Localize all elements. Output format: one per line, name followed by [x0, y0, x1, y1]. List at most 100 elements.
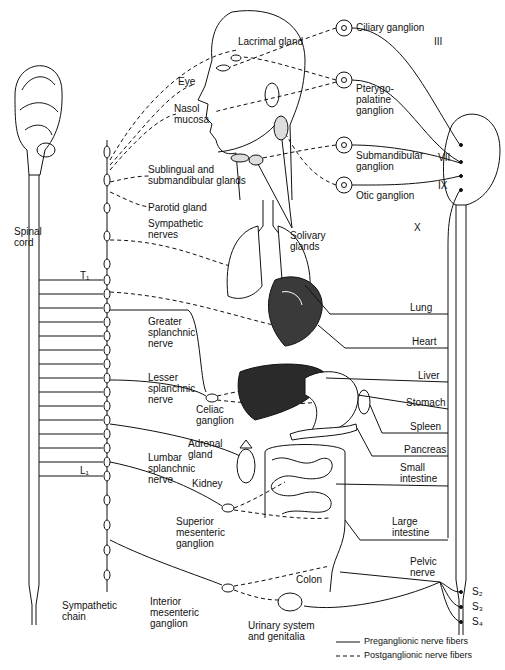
parotid-shape: [274, 116, 288, 140]
chain-ganglion: [104, 331, 110, 341]
label: Submandibular ganglion: [356, 150, 426, 172]
chain-ganglion: [104, 520, 110, 530]
chain-ganglion: [104, 359, 110, 369]
eye-shape: [216, 65, 230, 71]
sympathetic-preganglionic: [110, 310, 240, 592]
nerve-fiber: [318, 325, 448, 348]
ganglion-circle: [336, 20, 352, 36]
ganglion-circle: [336, 177, 352, 193]
label: Adrenal gland: [188, 438, 230, 460]
label: Stomach: [406, 397, 445, 408]
chain-ganglion: [104, 401, 110, 411]
celiac-ganglion: [206, 394, 218, 402]
cerebellum: [37, 143, 55, 157]
label: Parotid gland: [148, 202, 207, 213]
label: Superior mesenteric ganglion: [176, 516, 238, 549]
chain-ganglion: [104, 415, 110, 425]
submandibular-shape: [249, 155, 263, 165]
nerve-fiber: [262, 145, 336, 158]
nerve-fiber: [234, 590, 278, 600]
chain-ganglion: [104, 174, 110, 186]
ganglion-core: [342, 183, 347, 188]
legend-swatch: [336, 638, 360, 646]
nerve-fiber: [358, 395, 448, 409]
nerve-fiber: [234, 566, 330, 586]
label: VII: [438, 152, 450, 163]
chain-ganglion: [104, 275, 110, 285]
label: X: [414, 222, 421, 233]
legend-line-sample: [336, 641, 360, 642]
legend-text: Postganglionic nerve fibers: [364, 650, 472, 661]
chain-ganglion: [104, 457, 110, 467]
label: Sympathetic nerves: [148, 218, 203, 240]
chain-ganglion: [104, 545, 110, 555]
label: Pelvic nerve: [410, 556, 448, 578]
label: Sympathetic chain: [62, 600, 117, 622]
label: T₁: [80, 270, 89, 281]
right-cns: [443, 114, 500, 635]
inferior-mesenteric-ganglion: [222, 584, 234, 592]
chain-ganglion: [104, 471, 110, 481]
parasympathetic-postganglionic: [214, 28, 336, 185]
ganglion-circle: [336, 72, 352, 88]
label: Eye: [178, 76, 195, 87]
nerve-fiber: [110, 114, 176, 170]
brain: [443, 114, 500, 205]
adrenal: [240, 440, 252, 448]
nerve-fiber: [336, 484, 448, 486]
nerve-fiber: [357, 428, 448, 456]
label: Colon: [296, 574, 322, 585]
sublingual-shape: [231, 154, 249, 162]
label: Lumbar splanchnic nerve: [148, 452, 203, 485]
nerve-fiber: [110, 192, 150, 207]
label: IX: [438, 180, 447, 191]
bladder: [278, 593, 302, 611]
label: Celiac ganglion: [196, 404, 241, 426]
legend-row: Postganglionic nerve fibers: [336, 650, 472, 661]
nerve-fiber: [287, 136, 336, 185]
heart-highlight: [282, 292, 302, 305]
label: Liver: [418, 370, 440, 381]
label: S₂: [472, 586, 483, 597]
left-cns: [15, 66, 103, 625]
label: Ciliary ganglion: [356, 22, 424, 33]
chain-ganglion: [104, 443, 110, 453]
label: Interior mesenteric ganglion: [150, 596, 212, 629]
brain-folds: [20, 77, 58, 135]
legend-text: Preganglionic nerve fibers: [364, 636, 468, 647]
chain-ganglion: [104, 387, 110, 397]
organs: [227, 200, 370, 611]
chain-ganglion: [104, 146, 110, 158]
label: Urinary system and genitalia: [248, 620, 326, 642]
chain-ganglion: [104, 289, 110, 299]
label: Spleen: [410, 421, 441, 432]
nerve-fiber: [234, 482, 285, 508]
kidney: [237, 449, 255, 483]
rami: [39, 280, 103, 476]
head-outline: [232, 11, 305, 200]
sympathetic-chain: [104, 140, 110, 592]
spinal-cord: [456, 205, 466, 635]
chain-ganglion: [104, 429, 110, 439]
label: S₄: [472, 616, 483, 627]
legend-row: Preganglionic nerve fibers: [336, 636, 468, 647]
label: Kidney: [192, 478, 223, 489]
ganglion-core: [342, 26, 347, 31]
ganglion-core: [342, 78, 347, 83]
legend-swatch: [336, 652, 360, 660]
label: Lacrimal gland: [238, 36, 303, 47]
stomach: [305, 372, 358, 432]
label: Heart: [412, 336, 436, 347]
label: Large intestine: [392, 516, 437, 538]
heart: [268, 277, 322, 346]
nerve-fiber: [234, 510, 330, 518]
ear: [265, 83, 279, 107]
label: Spinal cord: [14, 226, 49, 248]
label: L₁: [80, 465, 89, 476]
label: Otic ganglion: [356, 190, 414, 201]
nerve-fiber: [352, 80, 460, 162]
label: Nasol mucosa: [174, 103, 214, 125]
label: III: [434, 36, 442, 47]
label: Solivary glands: [290, 230, 335, 252]
